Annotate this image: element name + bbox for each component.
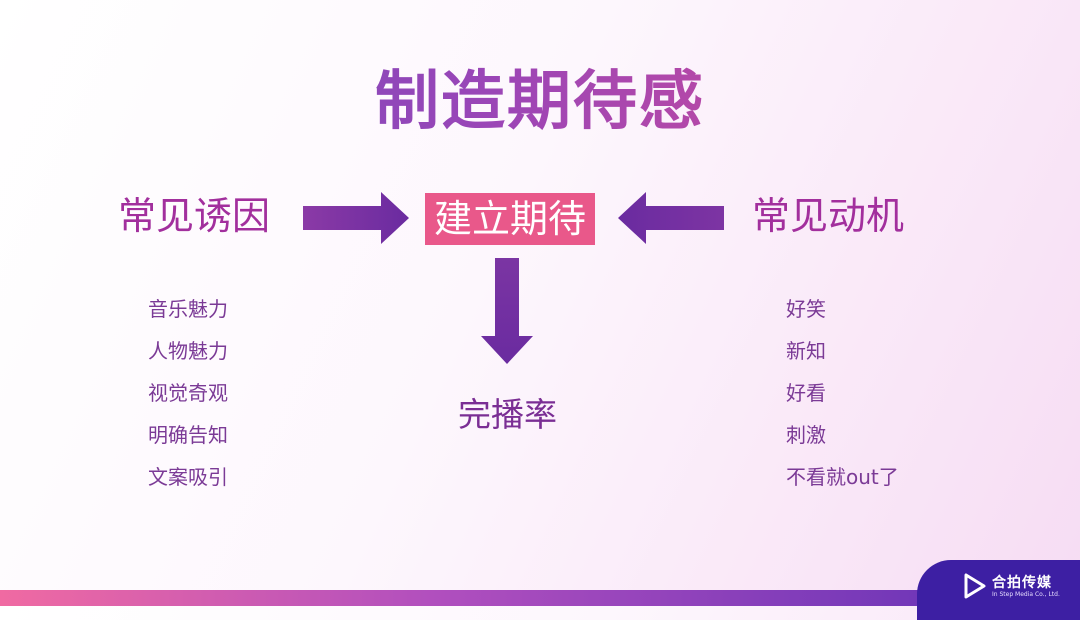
result-label: 完播率 <box>458 395 557 434</box>
list-item: 明确告知 <box>148 423 228 447</box>
list-item: 好笑 <box>786 297 826 321</box>
footer-bar <box>0 590 1080 606</box>
list-item: 新知 <box>786 339 826 363</box>
right-heading: 常见动机 <box>752 194 905 238</box>
list-item: 刺激 <box>786 423 826 447</box>
list-item: 不看就out了 <box>786 465 899 489</box>
list-item: 人物魅力 <box>148 339 228 363</box>
down-arrow-icon <box>481 258 533 364</box>
slide-title: 制造期待感 <box>0 50 1080 142</box>
right-arrow-icon <box>303 192 409 244</box>
left-arrow-icon <box>618 192 724 244</box>
list-item: 好看 <box>786 381 826 405</box>
logo-name: 合拍传媒 <box>992 575 1052 591</box>
list-item: 文案吸引 <box>148 465 228 489</box>
list-item: 音乐魅力 <box>148 297 228 321</box>
center-label: 建立期待 <box>425 193 595 245</box>
left-heading: 常见诱因 <box>118 194 271 238</box>
list-item: 视觉奇观 <box>148 381 228 405</box>
play-logo-icon <box>964 573 986 599</box>
logo-tagline: In Step Media Co., Ltd. <box>992 591 1060 598</box>
